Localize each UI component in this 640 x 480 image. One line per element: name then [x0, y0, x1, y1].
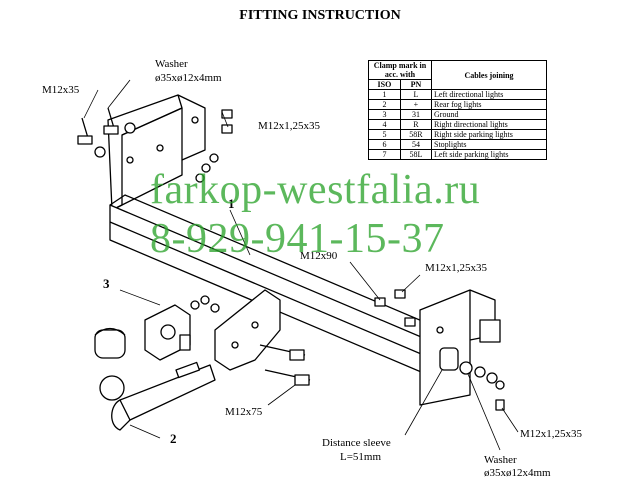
pn-cell: + [399, 99, 433, 110]
cable-cell: Left side parking lights [431, 149, 547, 160]
tow-ball [94, 327, 126, 401]
cable-cell: Stoplights [431, 139, 547, 150]
distance-sleeve [439, 347, 505, 411]
clamp-header: Clamp mark in acc. with [368, 60, 432, 80]
part-number-3: 3 [103, 276, 110, 291]
pn-cell: 54 [399, 139, 433, 150]
label-m12x125x35-bottom: M12x1,25x35 [520, 428, 583, 440]
part-number-2: 2 [170, 431, 177, 446]
label-distance-sleeve-length: L=51mm [340, 451, 382, 463]
iso-cell: 6 [368, 139, 401, 150]
pn-cell: R [399, 119, 433, 130]
label-washer-top-size: ø35xø12x4mm [155, 72, 222, 84]
bolts-top-left [77, 107, 136, 158]
cable-cell: Ground [431, 109, 547, 120]
cables-header: Cables joining [431, 60, 547, 90]
iso-cell: 4 [368, 119, 401, 130]
leader-lines [83, 79, 519, 451]
part-number-1: 1 [228, 196, 235, 211]
socket-plate [144, 304, 191, 361]
pn-cell: L [399, 89, 433, 100]
pn-cell: 31 [399, 109, 433, 120]
iso-cell: 5 [368, 129, 401, 140]
label-m12x125x35-mid: M12x1,25x35 [425, 262, 488, 274]
table-row: 2+Rear fog lights [368, 99, 547, 110]
pn-cell: 58L [399, 149, 433, 160]
nuts-middle [374, 289, 416, 327]
cable-cell: Right side parking lights [431, 129, 547, 140]
label-washer-top: Washer [155, 58, 188, 70]
watermark-phone: 8-929-941-15-37 [150, 216, 445, 262]
page-title: FITTING INSTRUCTION [239, 8, 401, 23]
pn-header: PN [399, 79, 433, 90]
ball-mount [111, 361, 216, 431]
watermark-site: farkop-westfalia.ru [150, 167, 481, 213]
middle-plate [214, 289, 281, 371]
label-m12x35: M12x35 [42, 84, 80, 96]
iso-cell: 2 [368, 99, 401, 110]
label-m12x90: M12x90 [300, 250, 338, 262]
iso-cell: 3 [368, 109, 401, 120]
clamp-table: Clamp mark in acc. with Cables joining I… [368, 60, 547, 160]
nuts-socket [190, 295, 220, 313]
cable-cell: Left directional lights [431, 89, 547, 100]
label-m12x75: M12x75 [225, 406, 263, 418]
label-m12x125x35-top: M12x1,25x35 [258, 120, 321, 132]
bolts-m12x75 [259, 344, 311, 386]
label-washer-bottom-size: ø35xø12x4mm [484, 467, 551, 479]
cable-cell: Rear fog lights [431, 99, 547, 110]
iso-cell: 1 [368, 89, 401, 100]
iso-header: ISO [368, 79, 401, 90]
pn-cell: 58R [399, 129, 433, 140]
cable-cell: Right directional lights [431, 119, 547, 130]
label-distance-sleeve: Distance sleeve [322, 437, 391, 449]
label-washer-bottom: Washer [484, 454, 517, 466]
iso-cell: 7 [368, 149, 401, 160]
